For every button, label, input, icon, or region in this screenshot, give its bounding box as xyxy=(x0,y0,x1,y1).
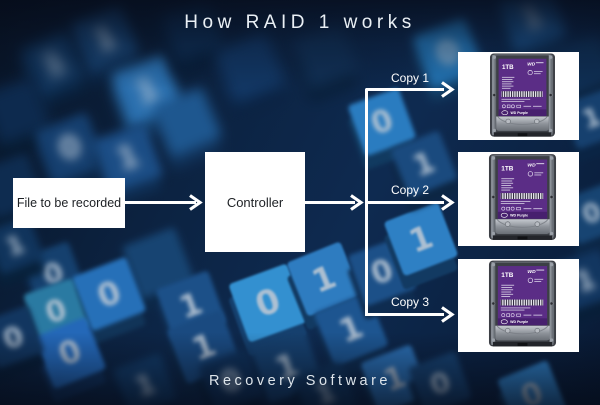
copy-3-label: Copy 3 xyxy=(390,295,430,309)
drive-capacity-text: 1TB xyxy=(501,272,513,279)
copy-2-label: Copy 2 xyxy=(390,183,430,197)
file-node: File to be recorded xyxy=(13,178,125,228)
drive-card-3: 1TB WD WD Purple xyxy=(458,259,579,352)
drive-brand-logo: WD xyxy=(527,61,535,67)
drive-brand-logo: WD xyxy=(527,269,536,275)
hard-drive-image: 1TB WD WD Purple xyxy=(488,260,557,347)
drive-capacity-text: 1TB xyxy=(502,64,514,71)
drive-product-text: WD Purple xyxy=(510,320,528,324)
hard-drive-image: 1TB WD WD Purple xyxy=(490,53,555,137)
hard-drive-image: 1TB WD WD Purple xyxy=(488,154,557,240)
page-title: How RAID 1 works xyxy=(184,12,416,33)
footer-brand-text: Recovery Software xyxy=(209,373,391,389)
drive-capacity-text: 1TB xyxy=(501,165,513,172)
drive-product-text: WD Purple xyxy=(510,214,528,218)
drive-product-text: WD Purple xyxy=(511,111,528,115)
drive-brand-logo: WD xyxy=(527,162,536,168)
copy-1-label: Copy 1 xyxy=(390,71,430,85)
file-node-label: File to be recorded xyxy=(16,196,122,210)
controller-node-label: Controller xyxy=(226,194,284,210)
binary-cube xyxy=(213,31,287,105)
drive-card-1: 1TB WD WD Purple xyxy=(458,52,579,140)
drive-card-2: 1TB WD WD Purple xyxy=(458,152,579,246)
controller-node: Controller xyxy=(205,152,305,252)
